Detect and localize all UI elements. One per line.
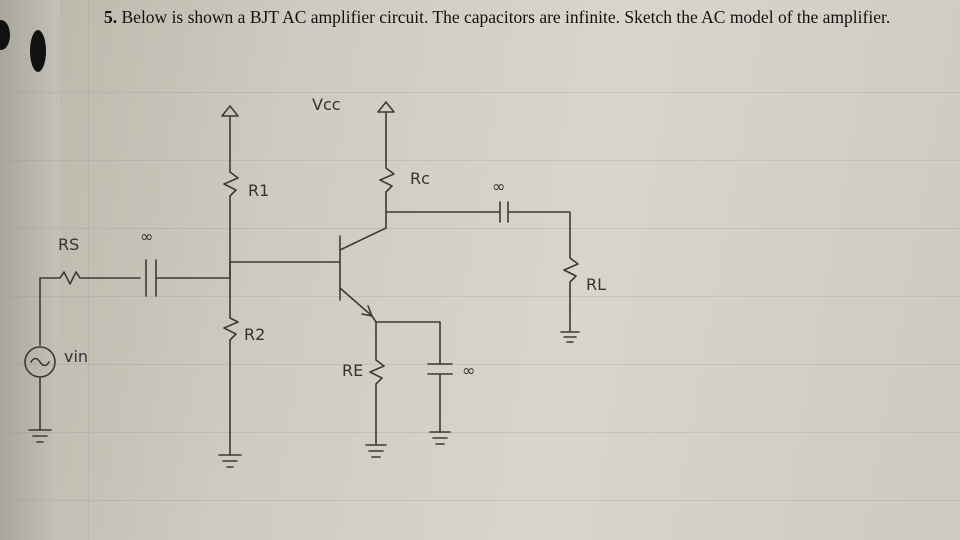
binder-hole-top: [0, 20, 10, 50]
ruled-line: [0, 500, 960, 501]
emitter-node-wire: [371, 315, 441, 365]
vin-label: vin: [64, 347, 88, 366]
re-label: RE: [342, 361, 363, 380]
r1-supply-arrow: [221, 105, 239, 117]
r2-ground-icon: [218, 454, 242, 468]
problem-text: Below is shown a BJT AC amplifier circui…: [121, 7, 891, 27]
r2-label: R2: [244, 325, 265, 344]
binder-edge: [0, 0, 60, 540]
ruled-line: [0, 160, 960, 161]
vcc-label: Vcc: [312, 95, 341, 114]
problem-statement: 5. Below is shown a BJT AC amplifier cir…: [104, 6, 944, 28]
r1-resistor: [223, 115, 239, 263]
vin-tilde: [30, 357, 50, 367]
re-resistor: [369, 321, 385, 446]
ruled-line: [0, 296, 960, 297]
rs-resistor: [39, 271, 141, 346]
cap-in-plates: [145, 259, 157, 297]
rl-label: RL: [586, 275, 606, 294]
ruled-line: [0, 364, 960, 365]
rl-resistor: [507, 211, 579, 333]
rl-ground-icon: [560, 331, 580, 343]
r2-resistor: [223, 261, 239, 456]
cap-e-plates: [427, 363, 453, 375]
rc-resistor: [379, 111, 395, 229]
rc-label: Rc: [410, 169, 430, 188]
re-ground-icon: [365, 444, 387, 458]
binder-hole: [30, 30, 46, 72]
problem-number: 5.: [104, 7, 118, 27]
vcc-arrow: [377, 101, 395, 113]
bjt-collector: [339, 227, 387, 251]
cap-e-ground-icon: [429, 431, 451, 445]
ruled-line: [0, 92, 960, 93]
rs-label: RS: [58, 235, 79, 254]
cap-in-label: ∞: [140, 227, 153, 246]
cap-out-plates: [499, 201, 509, 223]
margin-line: [88, 0, 89, 540]
r1-label: R1: [248, 181, 269, 200]
vin-ground-icon: [28, 429, 52, 443]
ruled-line: [0, 228, 960, 229]
bjt-emitter: [339, 287, 373, 317]
ruled-line: [0, 432, 960, 433]
cap-e-label: ∞: [462, 361, 475, 380]
cap-out-label: ∞: [492, 177, 505, 196]
base-wire: [155, 261, 341, 279]
